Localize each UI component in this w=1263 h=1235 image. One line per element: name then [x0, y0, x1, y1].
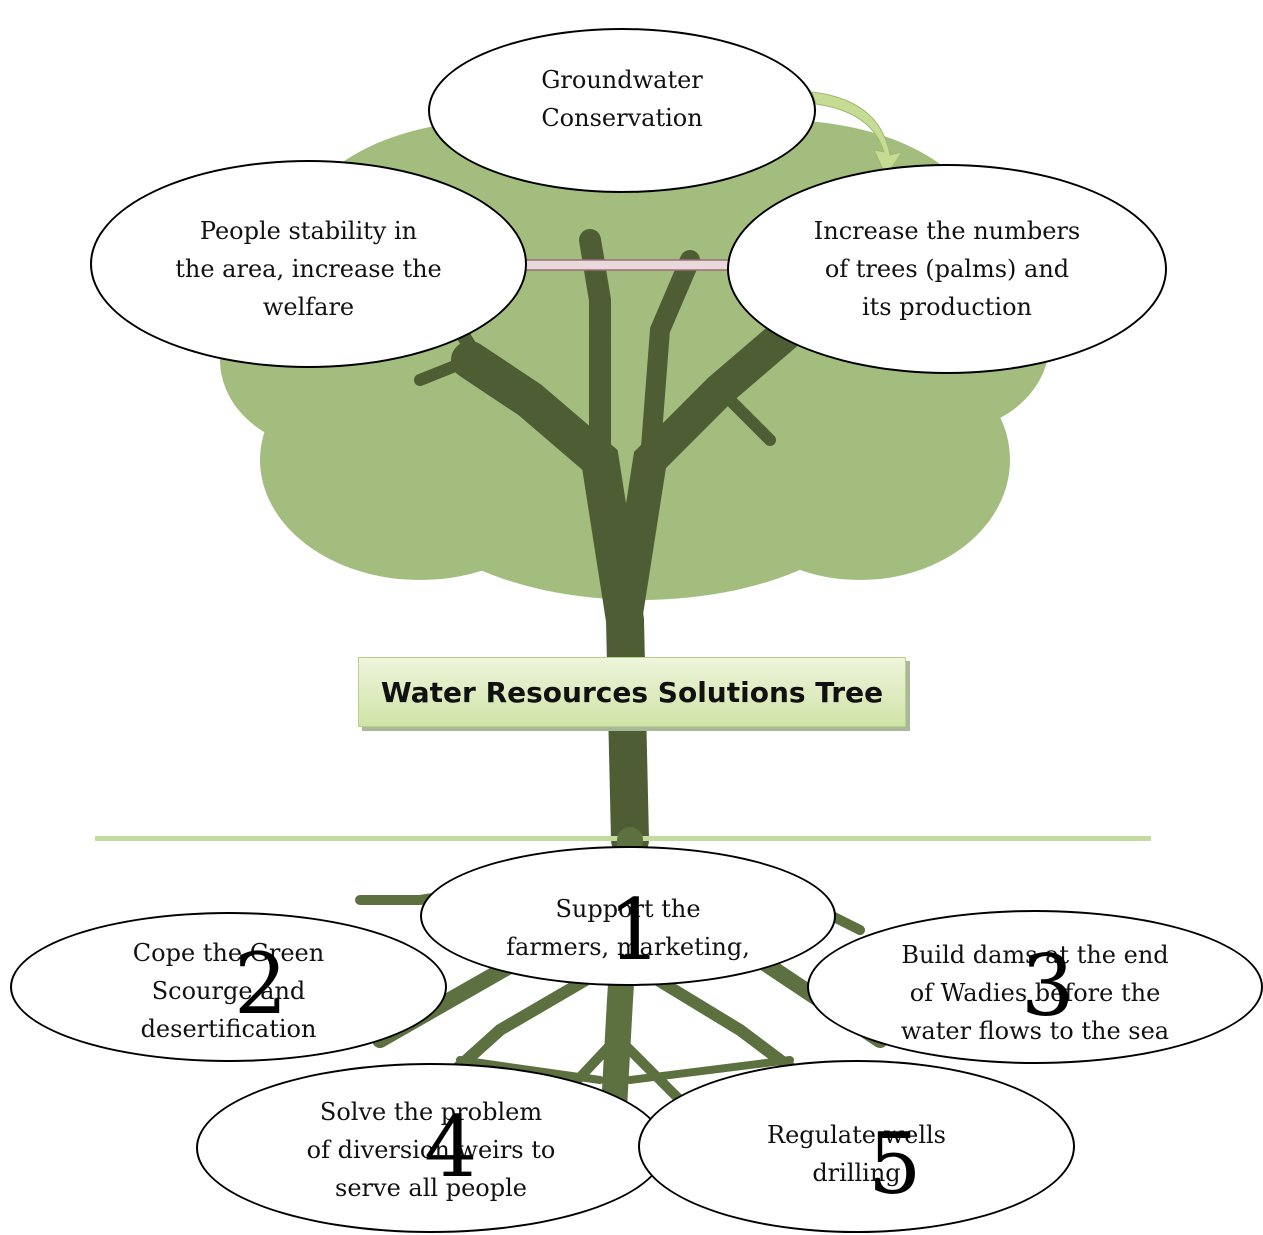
outcome-groundwater-conservation: Groundwater Conservation — [428, 28, 816, 193]
solution-2-line-2: Scourge and — [151, 977, 306, 1005]
solution-1-line-2: farmers, marketing, — [506, 933, 750, 961]
solution-1-line-1: Support the — [555, 895, 701, 923]
solution-5-line-1: Regulate wells — [767, 1121, 946, 1149]
solution-4-line-1: Solve the problem — [319, 1098, 543, 1126]
solution-5-line-2: drilling — [812, 1159, 901, 1187]
solution-5-number: 5 — [868, 1115, 922, 1213]
outcome-trees-line-2: of trees (palms) and — [824, 255, 1070, 283]
solution-4-line-2: of diversion weirs to — [306, 1136, 556, 1164]
outcome-increase-trees: Increase the numbers of trees (palms) an… — [727, 164, 1167, 374]
outcome-people-stability: People stability in the area, increase t… — [90, 160, 527, 368]
solution-1-support-farmers: Support the farmers, marketing, 1 — [420, 846, 836, 986]
outcome-groundwater-line-1: Groundwater — [541, 66, 703, 94]
solution-2-number: 2 — [234, 935, 288, 1033]
solution-3-number: 3 — [1021, 937, 1075, 1035]
solution-3-line-1: Build dams at the end — [901, 941, 1169, 969]
solution-3-line-2: of Wadies before the — [909, 979, 1161, 1007]
solution-5-regulate-wells: Regulate wells drilling 5 — [638, 1060, 1075, 1233]
outcome-stability-line-1: People stability in — [199, 217, 418, 245]
diagram-title: Water Resources Solutions Tree — [380, 675, 884, 709]
outcome-stability-line-2: the area, increase the — [175, 255, 442, 283]
outcome-stability-line-3: welfare — [262, 293, 355, 321]
diagram-title-box: Water Resources Solutions Tree — [358, 657, 906, 727]
outcome-trees-line-3: its production — [861, 293, 1033, 321]
solution-2-green-scourge: Cope the Green Scourge and desertificati… — [10, 912, 447, 1062]
solution-3-build-dams: Build dams at the end of Wadies before t… — [807, 910, 1263, 1064]
solution-4-line-3: serve all people — [335, 1174, 527, 1202]
solution-3-line-3: water flows to the sea — [900, 1017, 1170, 1045]
solution-2-line-3: desertification — [140, 1015, 317, 1043]
solution-4-number: 4 — [424, 1098, 478, 1196]
outcome-trees-line-1: Increase the numbers — [813, 217, 1081, 245]
solution-4-diversion-weirs: Solve the problem of diversion weirs to … — [196, 1063, 666, 1233]
solution-1-number: 1 — [608, 881, 662, 979]
outcome-groundwater-line-2: Conservation — [541, 104, 703, 132]
solution-2-line-1: Cope the Green — [132, 939, 325, 967]
